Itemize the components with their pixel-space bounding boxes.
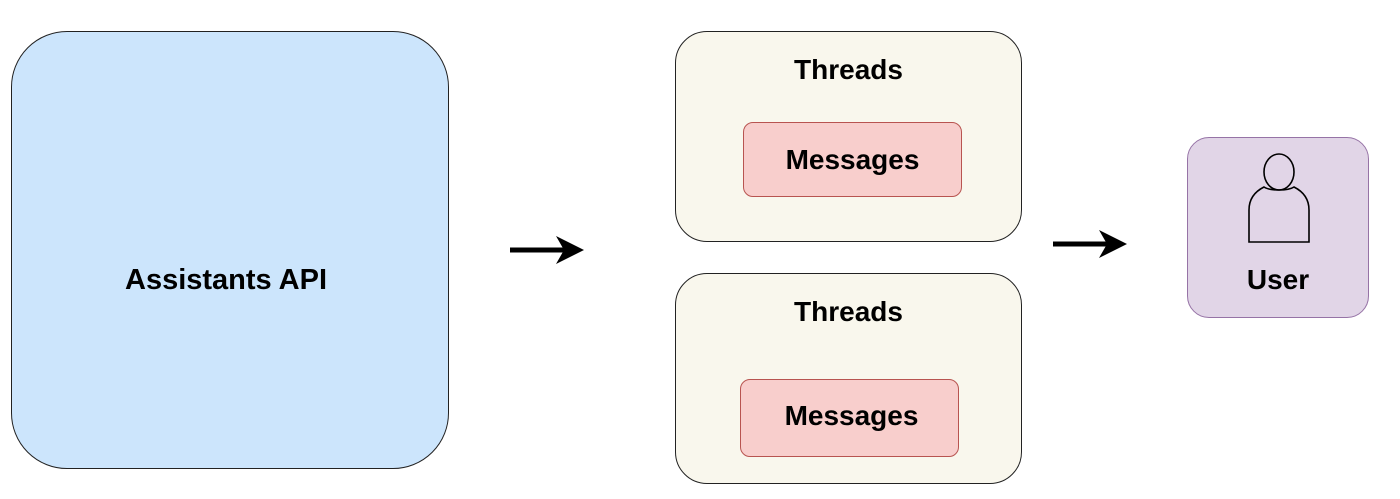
messages-label: Messages [785,144,920,175]
messages-box: Messages [743,122,962,197]
messages-box: Messages [740,379,959,457]
user-box: User [1187,137,1369,318]
threads-box: Threads Messages [675,273,1022,484]
assistants-api-label: Assistants API [125,264,327,296]
messages-label: Messages [784,400,919,431]
arrow-right-icon [1053,230,1127,258]
user-icon [1248,153,1310,243]
threads-label: Threads [794,54,903,85]
threads-box: Threads Messages [675,31,1022,242]
assistants-api-box: Assistants API [11,31,449,469]
user-label: User [1246,264,1310,295]
threads-label: Threads [794,296,903,327]
arrow-right-icon [510,236,584,264]
